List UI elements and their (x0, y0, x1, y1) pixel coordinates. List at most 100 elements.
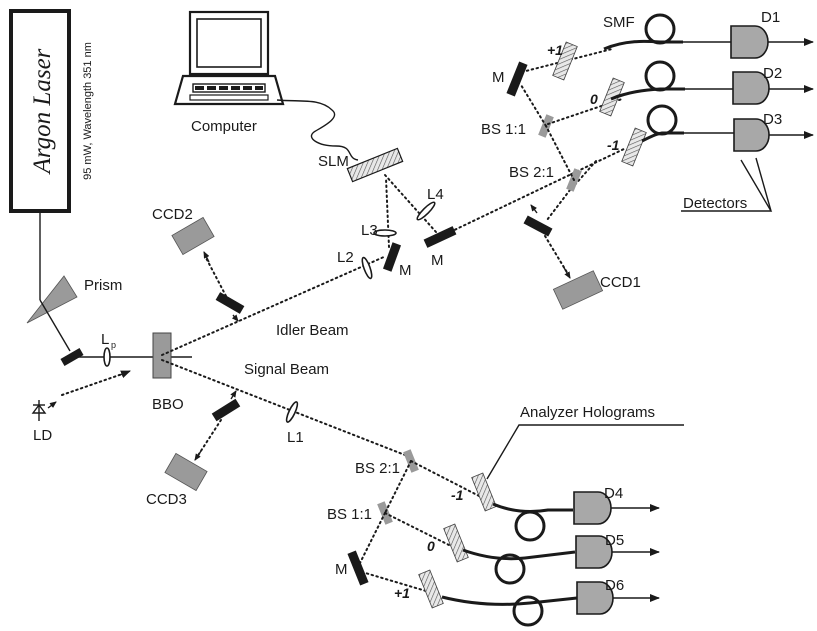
bs-2-1-top-label: BS 2:1 (509, 164, 554, 181)
laser-diode-icon (31, 400, 57, 421)
order-m1-bottom: -1 (451, 487, 464, 503)
fiber-loop-d6 (512, 595, 544, 627)
ccd3-flip-mirror (211, 398, 241, 422)
fiber-d5 (462, 548, 576, 561)
fiber-loop-d4 (514, 510, 546, 542)
d3-label: D3 (763, 111, 782, 128)
ccd3-label: CCD3 (146, 491, 187, 508)
computer-cable (276, 99, 359, 161)
order-p1-top: +1 (547, 42, 563, 58)
fiber-d1 (603, 39, 683, 51)
signal-beam (161, 359, 406, 456)
hologram-bottom-p1 (418, 569, 444, 609)
ccd1 (552, 270, 604, 310)
mirror-top-label: M (492, 69, 505, 86)
hologram-bottom-m1 (471, 472, 497, 512)
lens-l3-label: L3 (361, 222, 378, 239)
ld-label: LD (33, 427, 52, 444)
mirror-m2-label: M (431, 252, 444, 269)
laser-spec: 95 mW, Wavelength 351 nm (82, 42, 94, 180)
bs-1-1-bottom-label: BS 1:1 (327, 506, 372, 523)
lens-l4 (416, 201, 436, 221)
hologram-top-p1 (552, 41, 578, 81)
d2-label: D2 (763, 65, 782, 82)
detector-d5 (575, 535, 613, 569)
detector-d4 (573, 491, 612, 525)
lens-l4-label: L4 (427, 186, 444, 203)
ccd2-label: CCD2 (152, 206, 193, 223)
pump-mirror (60, 348, 84, 366)
order-m1-top: -1 (607, 137, 620, 153)
pump-beam-prism (39, 299, 71, 352)
fiber-d6 (441, 595, 578, 606)
slm-panel (346, 147, 404, 183)
d1-label: D1 (761, 9, 780, 26)
computer-icon (173, 10, 285, 106)
d6-label: D6 (605, 577, 624, 594)
lens-l2 (361, 256, 373, 280)
smf-label: SMF (603, 14, 635, 31)
detector-d2 (732, 71, 770, 105)
ccd3-beam (196, 419, 222, 458)
hologram-top-m1 (621, 127, 647, 167)
detectors-label: Detectors (683, 195, 747, 212)
detector-d3 (733, 118, 770, 152)
fiber-loop-d5 (494, 553, 526, 585)
idler-beam-label: Idler Beam (276, 322, 349, 339)
lens-l3 (373, 229, 397, 237)
lens-lp-subscript: p (111, 340, 116, 350)
bs-2-1-bottom-label: BS 2:1 (355, 460, 400, 477)
fiber-loop-d2 (644, 60, 676, 92)
mirror-top (506, 61, 528, 97)
ccd1-flip-mirror (523, 215, 553, 237)
beam-to-holo-0-bottom (384, 512, 454, 548)
ccd1-label: CCD1 (600, 274, 641, 291)
alignment-beam (61, 371, 129, 396)
lens-lp (103, 347, 111, 367)
order-0-bottom: 0 (427, 538, 435, 554)
ccd2-beam (204, 255, 227, 297)
prism (26, 275, 78, 324)
bbo-label: BBO (152, 396, 184, 413)
prism-label: Prism (84, 277, 122, 294)
analyzer-label: Analyzer Holograms (520, 404, 655, 421)
fiber-d4 (492, 502, 573, 514)
analyzer-leader (486, 424, 684, 480)
ccd2-flip-mirror (215, 292, 245, 314)
beam-to-holo-m1-bottom (410, 460, 484, 499)
idler-beam (161, 255, 387, 356)
slm-label: SLM (318, 153, 349, 170)
argon-laser: Argon Laser (9, 9, 71, 213)
fiber-loop-d1 (644, 13, 676, 45)
lens-l1 (285, 401, 299, 423)
mirror-m1-label: M (399, 262, 412, 279)
fiber-d2 (610, 87, 685, 101)
mirror-m1 (382, 242, 402, 272)
ccd3 (164, 452, 208, 492)
laser-name: Argon Laser (29, 48, 56, 175)
lens-lp-label: L (101, 331, 109, 348)
mirror-bottom-label: M (335, 561, 348, 578)
slm-to-mirror (384, 174, 437, 233)
ccd1-pickoff (546, 185, 574, 221)
bs-1-1-top-label: BS 1:1 (481, 121, 526, 138)
lens-l1-label: L1 (287, 429, 304, 446)
order-0-top: 0 (590, 91, 598, 107)
detector-d1 (730, 25, 769, 59)
d5-label: D5 (605, 532, 624, 549)
mirror-m2 (423, 226, 457, 248)
d4-label: D4 (604, 485, 623, 502)
order-p1-bottom: +1 (394, 585, 410, 601)
detector-d6 (576, 581, 614, 615)
alignment-arrow (119, 370, 131, 379)
mirror-bottom (347, 550, 369, 586)
fiber-loop-d3 (646, 104, 678, 136)
beam-to-holo-p1-bottom (361, 571, 427, 592)
ccd2 (171, 216, 215, 256)
lens-l2-label: L2 (337, 249, 354, 266)
hologram-bottom-0 (443, 523, 469, 563)
computer-label: Computer (191, 118, 257, 135)
signal-beam-label: Signal Beam (244, 361, 329, 378)
